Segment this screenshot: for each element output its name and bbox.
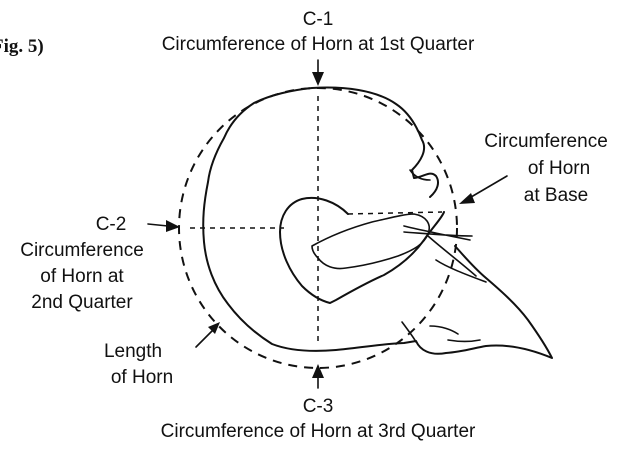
base-measurement-line (348, 212, 442, 214)
base-desc-line1: Circumference (484, 131, 608, 152)
c1-code-label: C-1 (303, 9, 334, 30)
length-desc-line2: of Horn (111, 367, 173, 388)
length-desc-line1: Length (104, 341, 162, 362)
c2-arrow (148, 220, 180, 232)
c1-arrow (312, 60, 324, 86)
c2-code-label: C-2 (96, 214, 127, 235)
horn-outline (203, 88, 552, 358)
skull-jaw-detail (402, 322, 480, 342)
base-desc-line3: at Base (524, 185, 588, 206)
base-arrow (459, 176, 507, 204)
c2-desc-line1: Circumference (20, 240, 144, 261)
c2-desc-line2: of Horn at (40, 266, 124, 287)
c2-desc-line3: 2nd Quarter (31, 292, 133, 313)
skull-snout-lines (404, 226, 486, 282)
c1-description-label: Circumference of Horn at 1st Quarter (162, 34, 475, 55)
length-arrow (196, 322, 220, 347)
skull-inner-detail (312, 214, 429, 269)
c3-code-label: C-3 (303, 396, 334, 417)
figure-label: Fig. 5) (0, 36, 44, 57)
c3-description-label: Circumference of Horn at 3rd Quarter (161, 421, 476, 442)
base-desc-line2: of Horn (528, 158, 590, 179)
